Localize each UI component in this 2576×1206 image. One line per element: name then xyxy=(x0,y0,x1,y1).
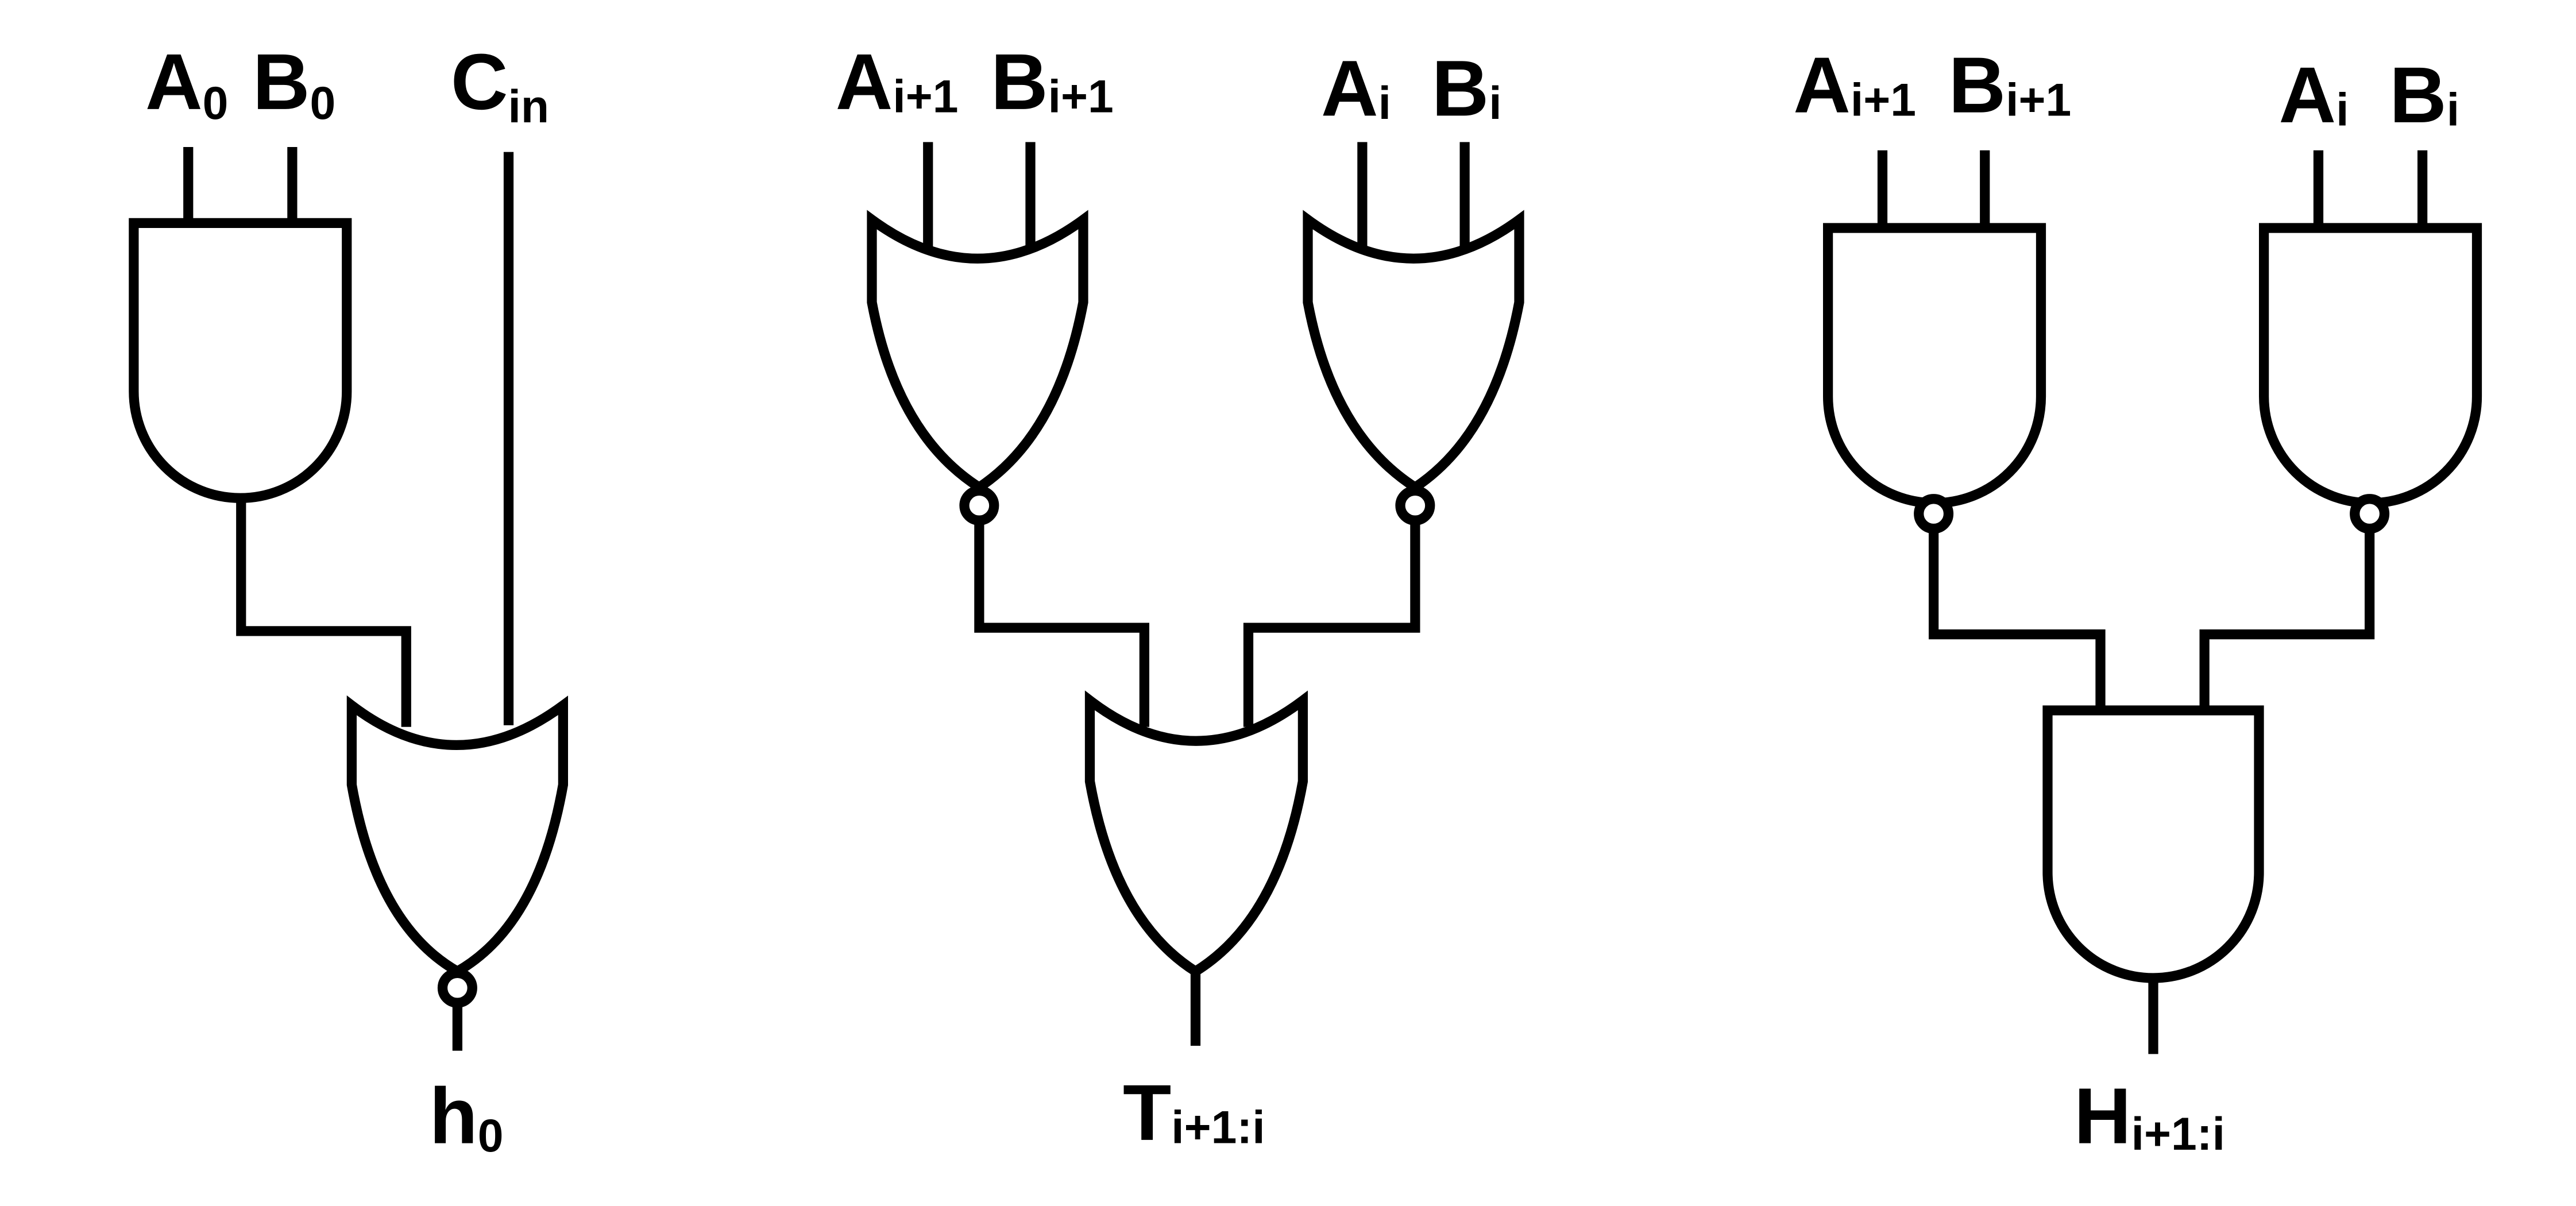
circuit-h0: A0 B0 Cin h0 xyxy=(129,38,568,1162)
label-h0: h0 xyxy=(430,1072,504,1162)
inversion-bubble-right xyxy=(1395,485,1435,525)
circuit-H: Ai+1 Bi+1 Ai Bi Hi+1:i xyxy=(1793,41,2482,1161)
label-Bi1-T: Bi+1 xyxy=(991,38,1114,126)
label-Ai-T: Ai xyxy=(1321,44,1391,133)
inversion-bubble-left xyxy=(959,485,999,525)
label-H: Hi+1:i xyxy=(2074,1072,2225,1161)
label-Ai1-H: Ai+1 xyxy=(1793,41,1916,130)
nand-gate-right xyxy=(2259,223,2482,508)
label-T: Ti+1:i xyxy=(1123,1069,1265,1157)
and-gate xyxy=(2042,705,2264,983)
label-B0: B0 xyxy=(253,38,335,129)
label-Ai-H: Ai xyxy=(2279,51,2349,140)
nor-gate xyxy=(346,695,568,977)
wire-left-to-and xyxy=(1929,528,2106,708)
nor-gate-left xyxy=(867,210,1088,493)
and-gate xyxy=(129,218,352,503)
nand-gate-left xyxy=(1823,223,2046,508)
inversion-bubble-right xyxy=(2350,494,2390,534)
nor-gate-right xyxy=(1303,210,1524,493)
inversion-bubble-left xyxy=(1914,494,1954,534)
label-Bi-T: Bi xyxy=(1432,44,1502,133)
inversion-bubble xyxy=(437,968,477,1008)
wire-right-to-and xyxy=(2199,528,2375,708)
label-Bi1-H: Bi+1 xyxy=(1949,41,2072,130)
wire-and-to-nor xyxy=(236,497,411,727)
label-Cin: Cin xyxy=(451,38,549,133)
circuit-T: Ai+1 Bi+1 Ai Bi Ti+1:i xyxy=(836,38,1524,1157)
or-gate xyxy=(1084,690,1308,977)
label-Ai1-T: Ai+1 xyxy=(836,38,959,126)
wire-right-to-or xyxy=(1243,520,1420,727)
label-A0: A0 xyxy=(145,38,228,129)
wire-left-to-or xyxy=(974,520,1149,727)
label-Bi-H: Bi xyxy=(2389,51,2459,140)
